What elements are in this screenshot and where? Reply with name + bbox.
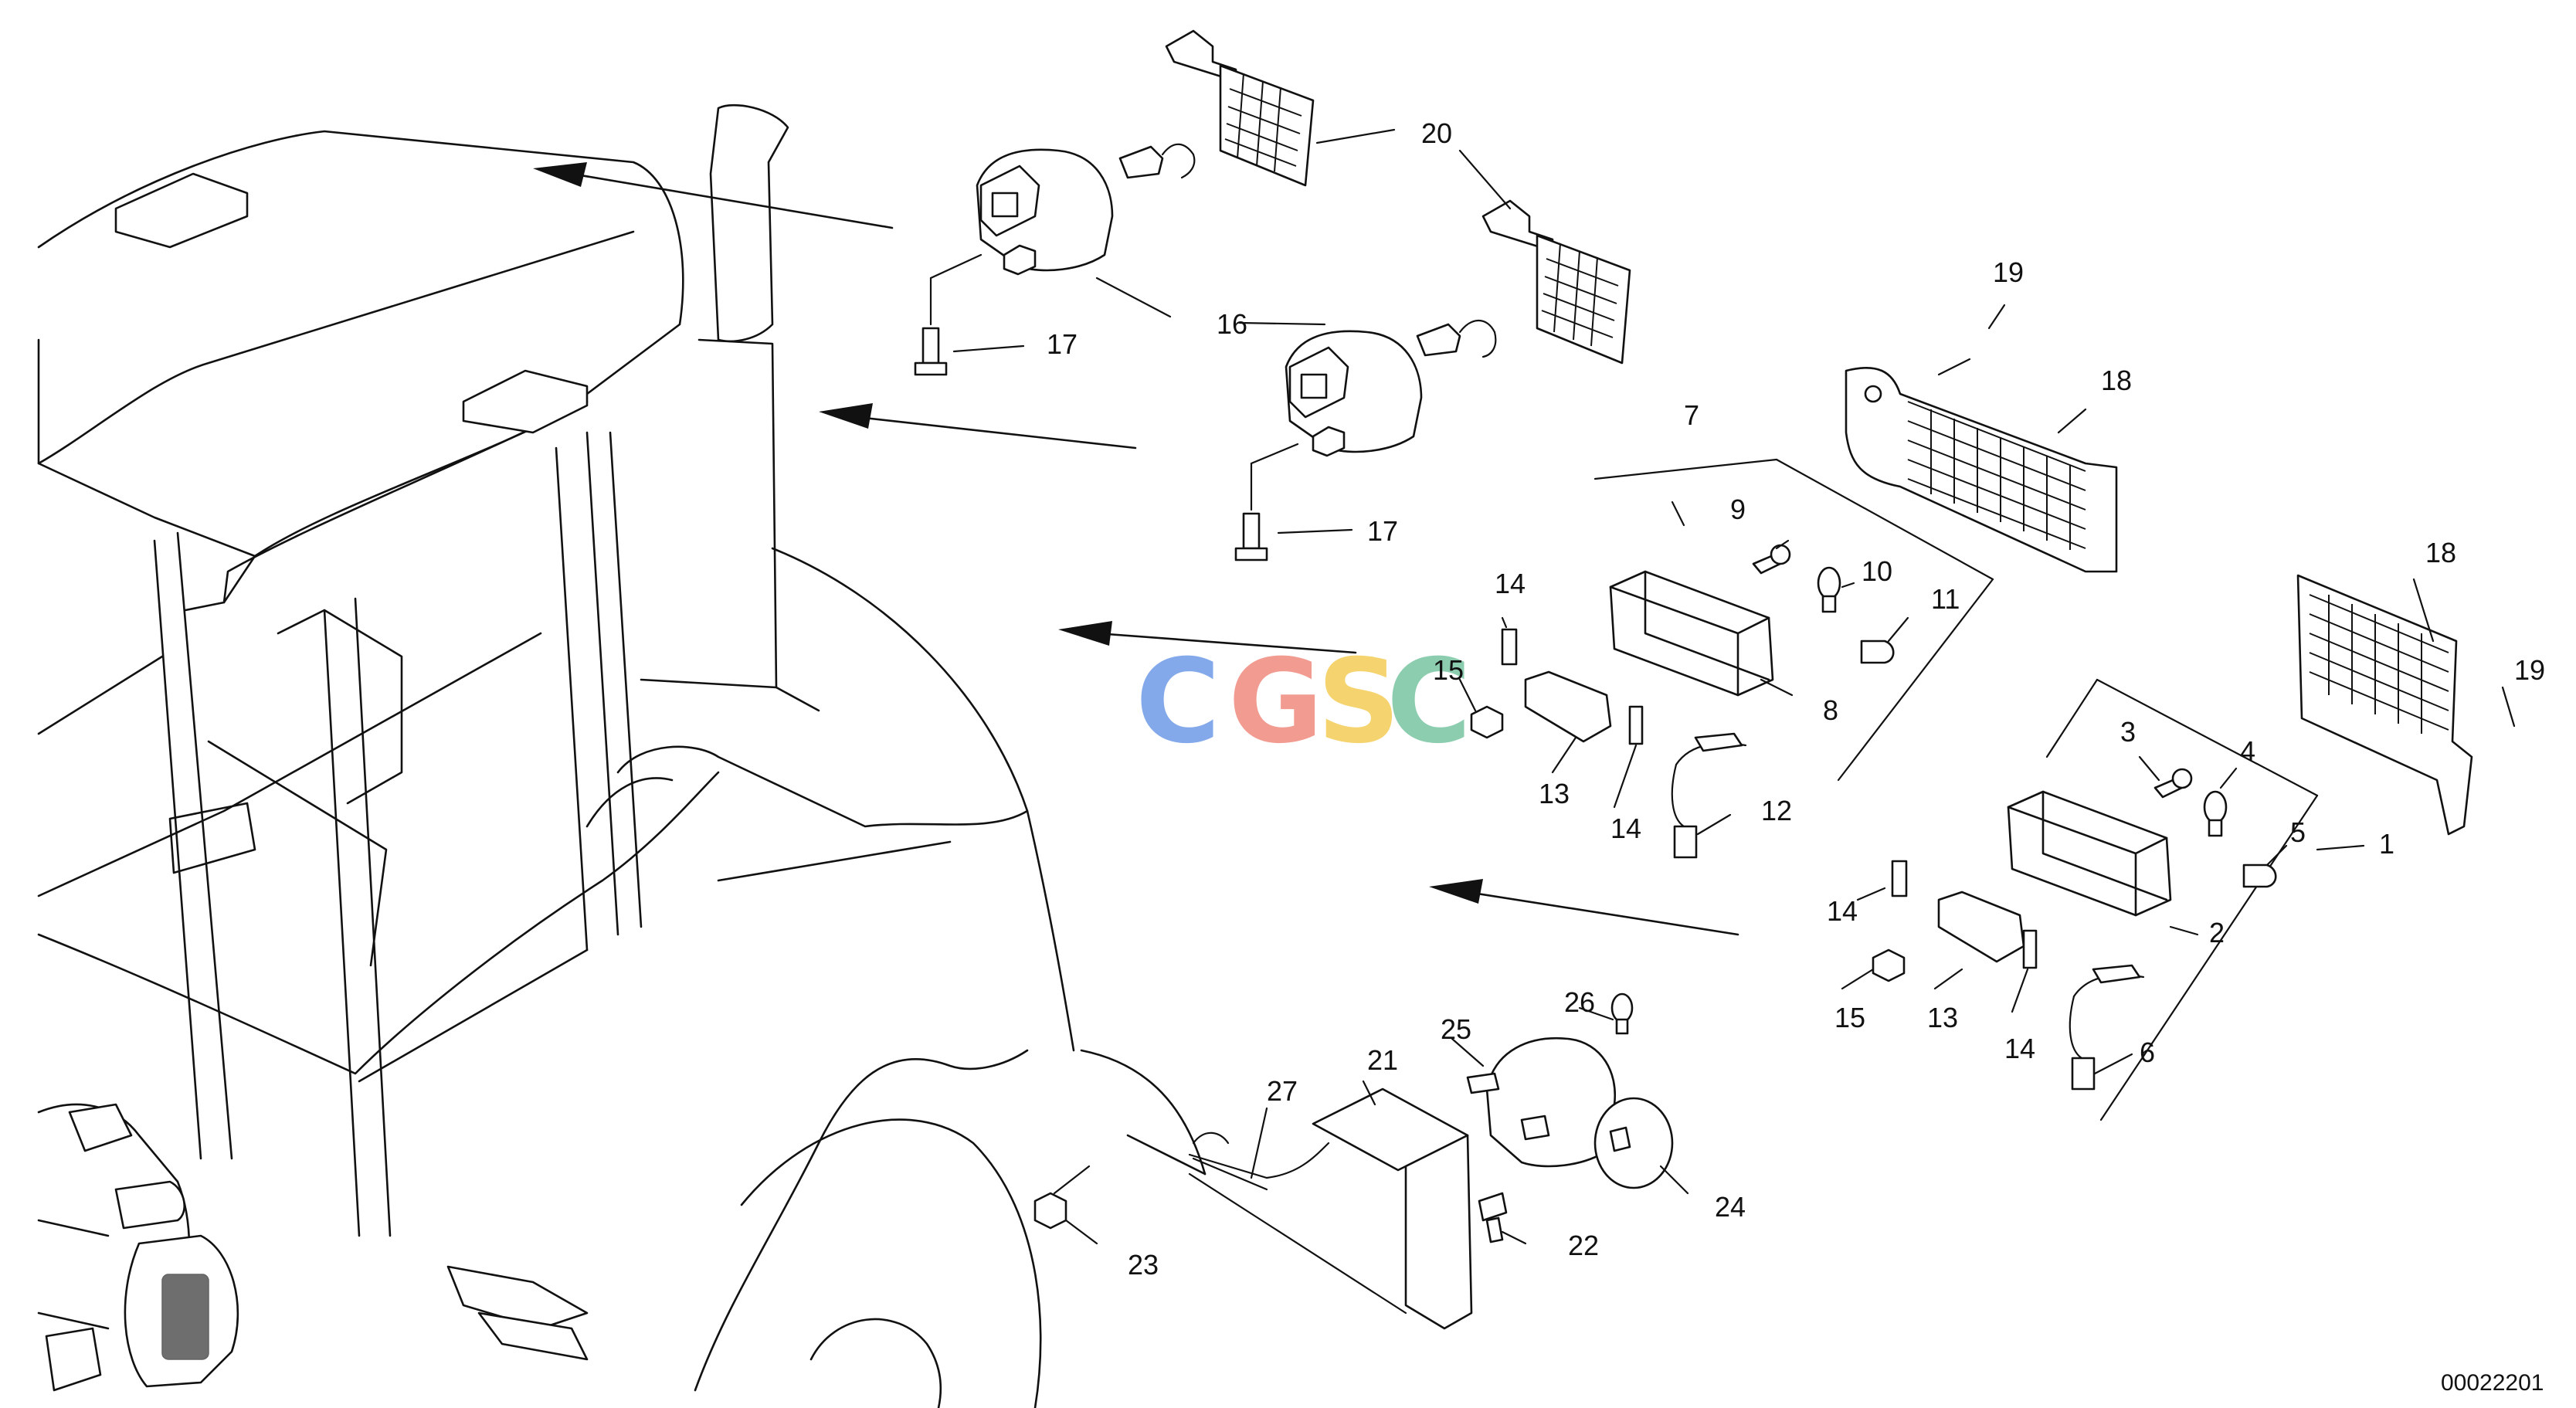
callout-c7: 7 xyxy=(1684,399,1699,431)
callout-c4: 4 xyxy=(2240,735,2255,767)
callout-c3: 3 xyxy=(2120,716,2136,748)
callout-c6: 6 xyxy=(2140,1036,2155,1068)
callout-c16: 16 xyxy=(1217,308,1247,340)
callout-c5: 5 xyxy=(2290,816,2306,848)
callout-c23: 23 xyxy=(1128,1249,1159,1281)
callout-c15b: 15 xyxy=(1834,1002,1865,1033)
watermark-letter-1: C xyxy=(1135,635,1220,769)
callout-c9: 9 xyxy=(1730,494,1746,525)
callout-c21: 21 xyxy=(1367,1044,1398,1076)
machine-cab xyxy=(37,103,1207,1408)
callout-c11: 11 xyxy=(1931,583,1960,615)
lamp-guard-grilles xyxy=(1165,29,1631,365)
callout-c14d: 14 xyxy=(2004,1033,2035,1064)
callout-c10: 10 xyxy=(1862,555,1892,587)
watermark-letter-2: G xyxy=(1228,635,1323,769)
callout-c19a: 19 xyxy=(1993,256,2024,288)
installation-arrows xyxy=(533,162,1739,936)
callout-c17b: 17 xyxy=(1367,515,1398,547)
callout-c8: 8 xyxy=(1823,694,1838,726)
callout-c17a: 17 xyxy=(1047,328,1078,360)
callout-c25: 25 xyxy=(1441,1013,1471,1045)
leader-lines xyxy=(952,128,2516,1245)
rear-lamp-guards xyxy=(1845,367,2473,836)
rear-lamp-left-assembly xyxy=(1470,458,1994,859)
callout-c18a: 18 xyxy=(2101,365,2132,396)
rear-lamp-right-assembly xyxy=(1872,678,2319,1121)
callout-c12: 12 xyxy=(1761,795,1792,826)
callout-c24: 24 xyxy=(1715,1191,1746,1223)
watermark-letter-3: S xyxy=(1317,635,1400,769)
callout-c26: 26 xyxy=(1564,986,1595,1018)
callout-c15a: 15 xyxy=(1433,654,1464,686)
callout-c18b: 18 xyxy=(2425,537,2456,568)
upper-work-lamp-assembly xyxy=(914,143,1497,562)
callout-c14c: 14 xyxy=(1827,895,1858,927)
callout-c13a: 13 xyxy=(1539,778,1570,809)
cgsc-watermark: C G S C xyxy=(1135,635,1471,769)
callout-c20: 20 xyxy=(1421,117,1452,149)
callout-numbers: 20 16 17 17 19 18 7 9 10 11 14 15 8 13 14 12 18 19 3 4 5 1 14 2… xyxy=(1047,117,2545,1281)
callout-c19b: 19 xyxy=(2514,654,2545,686)
callout-c2: 2 xyxy=(2209,917,2225,948)
callout-c27: 27 xyxy=(1267,1075,1298,1107)
callout-c14a: 14 xyxy=(1495,568,1526,599)
callout-c22: 22 xyxy=(1568,1230,1599,1261)
callout-c13b: 13 xyxy=(1927,1002,1958,1033)
watermark-letter-4: C xyxy=(1386,635,1471,769)
lower-lamp-assembly xyxy=(1033,992,1674,1330)
callout-c1: 1 xyxy=(2379,828,2394,860)
drawing-number: 00022201 xyxy=(2441,1370,2544,1396)
callout-c14b: 14 xyxy=(1610,813,1641,844)
